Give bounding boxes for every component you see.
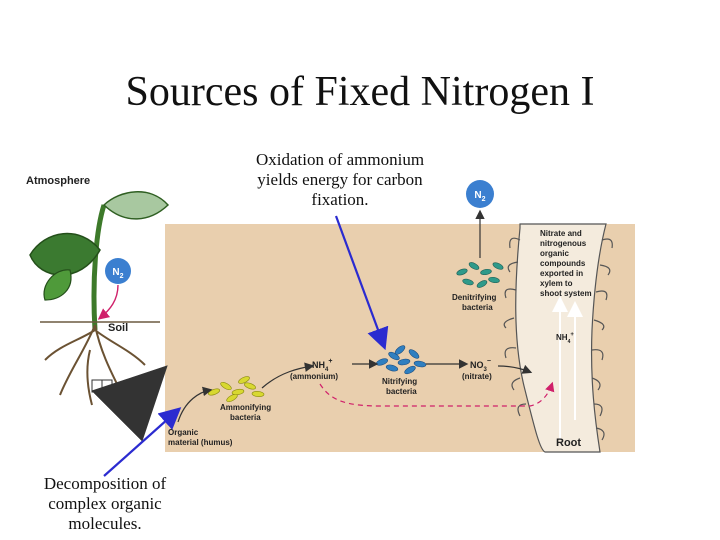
slide-title: Sources of Fixed Nitrogen I [125,69,595,115]
n2-bubble-plant: N2 [97,258,131,320]
ammonifying-bacteria-cluster [207,376,265,403]
pointer-arrow-bottom [103,407,182,477]
nh4-label: NH4+ [312,358,332,373]
nh4-root-label: NH4+ [556,332,574,345]
dashed-ammonium-path [319,381,555,407]
no3-label: NO3− [470,358,491,373]
root-label: Root [556,437,581,449]
denitrifying-bacteria-cluster [456,262,504,288]
atmosphere-label: Atmosphere [26,175,90,187]
root-illustration [503,223,613,453]
caption-decomposition: Decomposition of complex organic molecul… [43,474,167,533]
ammonium-label: (ammonium) [290,372,338,381]
nitrate-label: (nitrate) [462,372,492,381]
nitrifying-bacteria-cluster [375,345,427,375]
plant-illustration [29,191,170,442]
svg-text:N2: N2 [474,190,485,203]
organic-material-label: Organic material (humus) [168,428,233,447]
svg-text:N2: N2 [112,267,123,280]
nitrifying-bacteria-label: Nitrifying bacteria [382,377,419,396]
denitrifying-bacteria-label: Denitrifying bacteria [452,293,499,312]
caption-ammonium-oxidation: Oxidation of ammonium yields energy for … [255,150,425,209]
pointer-arrow-top [334,215,389,351]
soil-label: Soil [108,322,128,334]
n2-bubble-atmosphere: N2 [466,180,494,208]
nitrate-export-label: Nitrate and nitrogenous organic compound… [540,229,592,298]
ammonifying-bacteria-label: Ammonifying bacteria [220,403,273,422]
